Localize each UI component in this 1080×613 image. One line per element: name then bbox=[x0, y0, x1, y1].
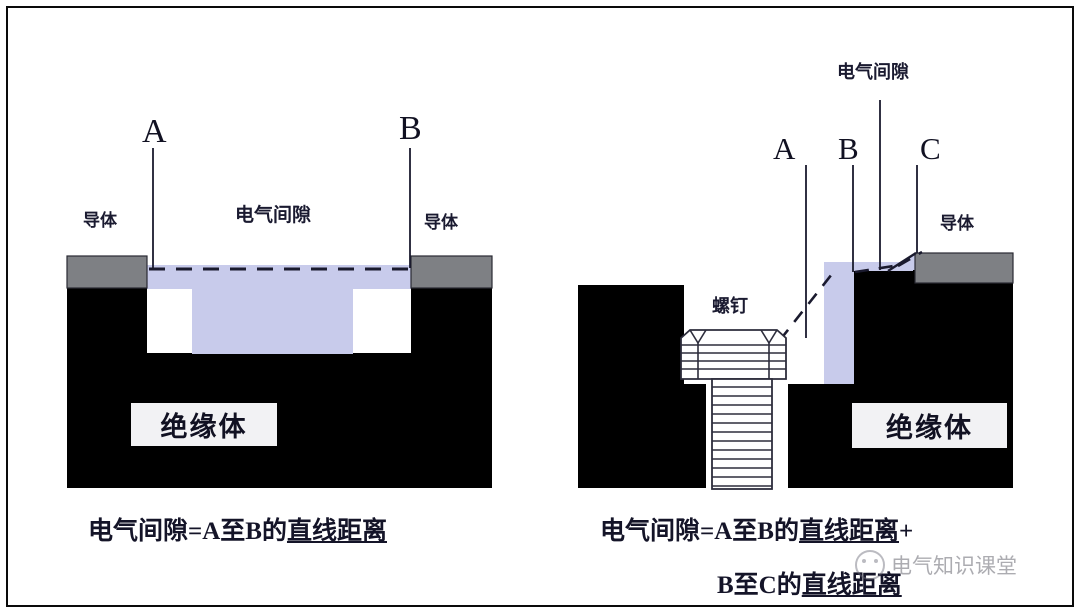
screw-shaft bbox=[711, 378, 773, 490]
left-label-conductor-left: 导体 bbox=[83, 211, 117, 230]
right-conductor-plate bbox=[914, 252, 1014, 284]
right-clearance-dashed-ab bbox=[778, 273, 834, 341]
right-label-b: B bbox=[838, 131, 859, 166]
left-caption-prefix: 电气间隙=A至B的 bbox=[88, 518, 287, 545]
screw-head-outline bbox=[680, 329, 787, 380]
watermark-logo-icon bbox=[855, 550, 885, 580]
right-caption-line2-prefix: B至C的 bbox=[717, 572, 802, 599]
right-caption-line1-prefix: 电气间隙=A至B的 bbox=[600, 518, 799, 545]
right-caption-line2-underlined: 直线距离 bbox=[801, 572, 902, 599]
screw-head-chamfer-right2 bbox=[760, 329, 770, 344]
left-groove-floor bbox=[192, 337, 353, 354]
right-caption-line2: B至C的直线距离 bbox=[717, 565, 902, 601]
right-label-a: A bbox=[773, 131, 796, 166]
left-caption: 电气间隙=A至B的直线距离 bbox=[88, 511, 387, 547]
right-caption-line1-suffix: + bbox=[899, 518, 914, 545]
left-conductor-plate-left bbox=[66, 255, 148, 289]
right-insulator-left-block bbox=[578, 285, 706, 488]
screw-head-chamfer-right bbox=[768, 329, 778, 344]
left-label-a: A bbox=[142, 113, 167, 150]
right-label-insulator-box: 绝缘体 bbox=[852, 403, 1007, 448]
left-caption-underlined: 直线距离 bbox=[286, 518, 387, 545]
right-label-c: C bbox=[920, 131, 941, 166]
right-label-clearance: 电气间隙 bbox=[837, 62, 909, 82]
left-conductor-plate-right bbox=[410, 255, 493, 289]
right-label-screw: 螺钉 bbox=[712, 296, 748, 316]
screw-head-chamfer-left2 bbox=[697, 329, 707, 344]
left-label-conductor-right: 导体 bbox=[424, 213, 458, 232]
right-step-slope-edge bbox=[887, 251, 917, 273]
watermark-text: 电气知识课堂 bbox=[891, 555, 1017, 578]
right-label-conductor: 导体 bbox=[940, 214, 974, 233]
left-label-insulator-box: 绝缘体 bbox=[131, 403, 277, 446]
right-caption-line1-underlined: 直线距离 bbox=[798, 518, 899, 545]
left-label-b: B bbox=[399, 110, 422, 147]
watermark: 电气知识课堂 bbox=[855, 550, 1017, 580]
right-insulator-right-block bbox=[788, 270, 1013, 488]
left-label-clearance: 电气间隙 bbox=[235, 205, 312, 226]
right-clearance-dashed-bc-slope bbox=[897, 250, 923, 268]
left-air-gap-lining bbox=[147, 265, 411, 352]
right-clearance-dashed-bc-upper bbox=[854, 263, 901, 274]
right-caption-line1: 电气间隙=A至B的直线距离+ bbox=[600, 511, 913, 547]
screw-head-chamfer-left bbox=[689, 329, 699, 344]
right-air-gap-channel bbox=[824, 262, 854, 384]
